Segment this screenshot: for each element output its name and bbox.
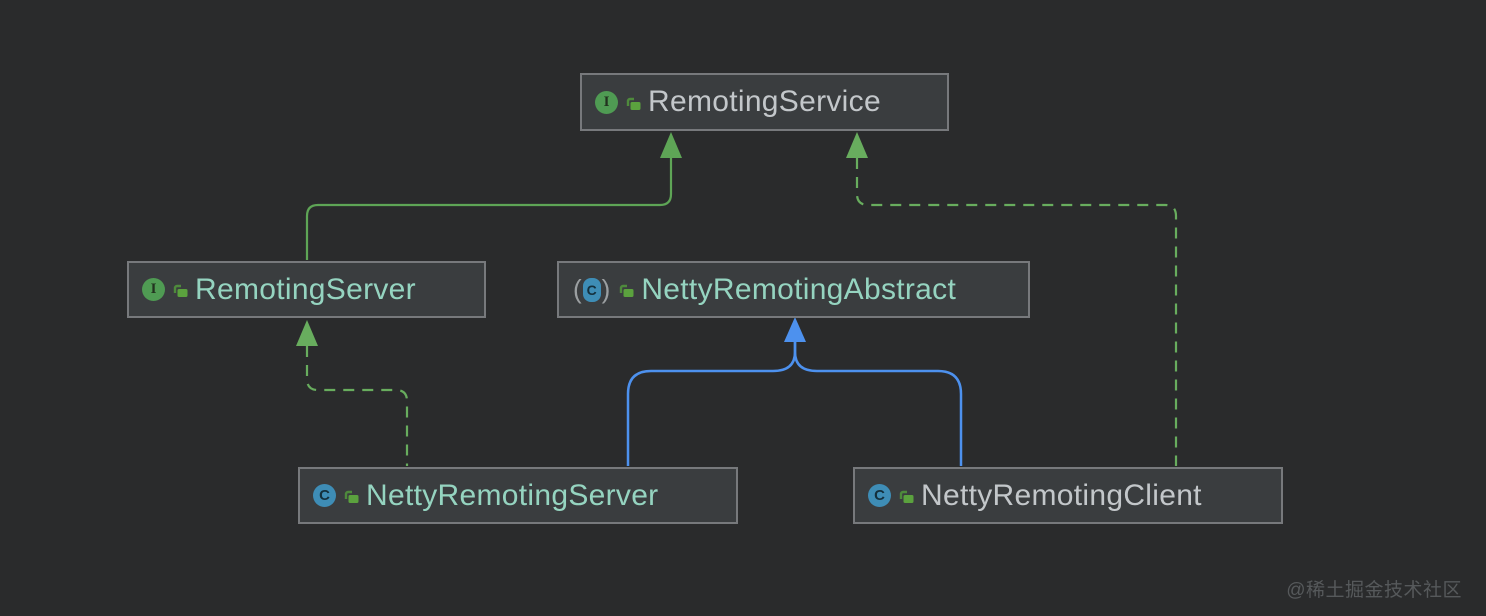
arrowhead-to-remotingservice-left [660,132,682,158]
unlock-icon [620,284,634,297]
class-node-netty-remoting-server[interactable]: C NettyRemotingServer [298,467,738,524]
interface-icon: I [142,278,165,301]
unlock-icon [626,97,641,110]
arrowhead-to-remotingserver [296,320,318,346]
arrowhead-to-nettyremotingabstract [784,317,806,342]
class-node-remoting-server[interactable]: I RemotingServer [127,261,486,318]
unlock-icon [173,284,188,297]
class-node-remoting-service[interactable]: I RemotingService [580,73,949,131]
class-node-netty-remoting-abstract[interactable]: (C) NettyRemotingAbstract [557,261,1030,318]
class-node-label: NettyRemotingServer [366,478,659,512]
interface-icon: I [595,90,618,114]
class-icon: C [313,484,336,507]
arrowhead-to-remotingservice-right [846,132,868,158]
edge-remotingserver-extends-remotingservice [305,158,673,260]
edge-nettyremotingclient-implements-remotingservice [855,158,1178,466]
abstract-class-icon: (C) [573,274,611,304]
class-node-label: RemotingService [648,85,881,118]
class-node-label: NettyRemotingAbstract [641,272,957,306]
unlock-icon [344,490,359,503]
unlock-icon [899,490,914,503]
watermark: @稀土掘金技术社区 [1286,580,1462,601]
edge-nettyremotingserver-implements-remotingserver [305,346,409,466]
edge-nettyremotingclient-extends-nettyremotingabstract [793,342,963,466]
class-node-netty-remoting-client[interactable]: C NettyRemotingClient [853,467,1283,524]
class-node-label: NettyRemotingClient [921,478,1202,512]
class-node-label: RemotingServer [195,272,416,306]
class-icon: C [868,484,891,507]
edge-nettyremotingserver-extends-nettyremotingabstract [626,342,797,466]
